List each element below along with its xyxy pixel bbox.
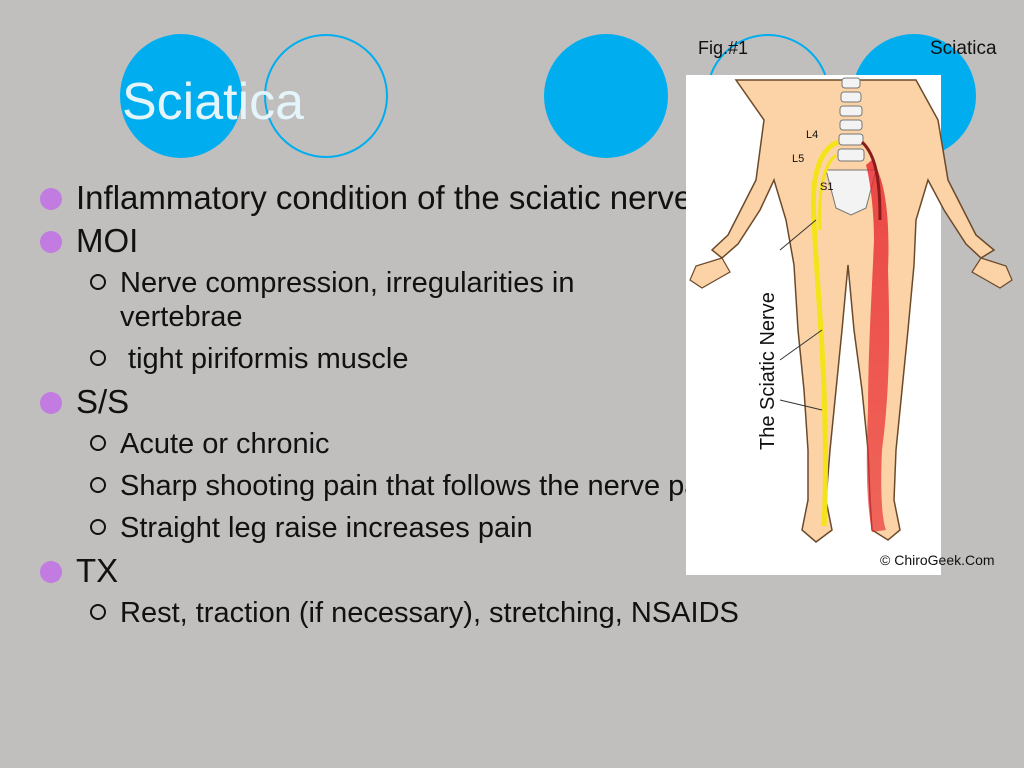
- label-l4: L4: [806, 129, 818, 141]
- right-hand-icon: [971, 257, 1013, 289]
- label-l5: L5: [792, 153, 804, 165]
- nerve-pointer: [779, 399, 823, 411]
- spine-icon: [825, 77, 877, 216]
- sub-list-item-text: Straight leg raise increases pain: [120, 512, 533, 544]
- list-item-text: TX: [76, 552, 119, 589]
- bullet-dot-icon: [40, 188, 62, 210]
- decor-circle-1: [120, 34, 242, 158]
- sciatic-nerve-right: [860, 140, 882, 221]
- nerve-pointer: [779, 219, 817, 251]
- bullet-list: Inflammatory condition of the sciatic ne…: [38, 180, 798, 638]
- figure-credit: © ChiroGeek.Com: [880, 552, 995, 568]
- list-item: MOI: [38, 223, 798, 259]
- bullet-dot-icon: [40, 392, 62, 414]
- sciatica-figure: L4 L5 S1 The Sciatic Nerve Fig.#1 Sciati…: [676, 30, 1024, 578]
- sub-list-item-text: tight piriformis muscle: [120, 343, 409, 375]
- bullet-ring-icon: [90, 435, 106, 451]
- list-item: Inflammatory condition of the sciatic ne…: [38, 180, 716, 216]
- bullet-dot-icon: [40, 231, 62, 253]
- label-s1: S1: [820, 181, 833, 193]
- sub-list-item: Straight leg raise increases pain: [38, 511, 798, 545]
- decor-circle-3: [544, 34, 668, 158]
- sciatic-nerve-branch: [818, 153, 838, 231]
- list-item: S/S: [38, 384, 798, 420]
- pain-region: [866, 160, 890, 532]
- bullet-ring-icon: [90, 477, 106, 493]
- list-item-text: MOI: [76, 222, 139, 259]
- sub-list-item-text: Rest, traction (if necessary), stretchin…: [120, 597, 739, 629]
- left-hand-icon: [689, 257, 731, 289]
- bullet-ring-icon: [90, 519, 106, 535]
- bullet-ring-icon: [90, 604, 106, 620]
- list-item-text: Inflammatory condition of the sciatic ne…: [76, 179, 693, 216]
- slide-title: Sciatica: [122, 73, 305, 131]
- sub-list-item: Acute or chronic: [38, 427, 798, 461]
- list-item: TX: [38, 553, 798, 589]
- bullet-ring-icon: [90, 350, 106, 366]
- sciatic-nerve-path: [810, 139, 840, 527]
- figure-label: Fig.#1: [698, 38, 749, 58]
- sciatic-nerve-illustration: L4 L5 S1 The Sciatic Nerve: [686, 75, 1013, 575]
- nerve-label: The Sciatic Nerve: [757, 292, 779, 450]
- decor-circle-2: [264, 34, 388, 158]
- sub-list-item: Nerve compression, irregularities in ver…: [38, 266, 680, 334]
- sub-list-item: Sharp shooting pain that follows the ner…: [38, 469, 780, 503]
- sub-list-item: tight piriformis muscle: [38, 342, 798, 376]
- sub-list-item-text: Sharp shooting pain that follows the ner…: [120, 470, 777, 502]
- body-outline: [710, 79, 996, 543]
- list-item-text: S/S: [76, 383, 130, 420]
- bullet-dot-icon: [40, 561, 62, 583]
- sub-list-item: Rest, traction (if necessary), stretchin…: [38, 596, 760, 630]
- sub-list-item-text: Acute or chronic: [120, 428, 330, 460]
- nerve-pointer: [779, 329, 823, 361]
- figure-caption-title: Sciatica: [930, 38, 997, 59]
- sub-list-item-text: Nerve compression, irregularities in ver…: [120, 267, 575, 333]
- bullet-ring-icon: [90, 274, 106, 290]
